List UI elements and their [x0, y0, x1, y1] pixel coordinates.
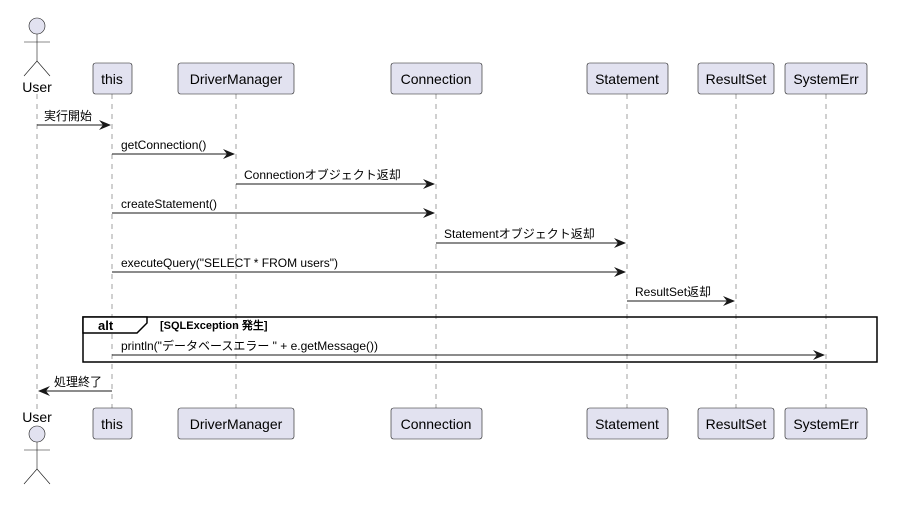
participant-system-err-bottom: SystemErr: [784, 407, 868, 440]
message-end: 処理終了: [38, 374, 112, 396]
message-label: Statementオブジェクト返却: [444, 226, 595, 241]
participant-connection-label: Connection: [401, 416, 472, 432]
participant-this-label: this: [101, 416, 123, 432]
participant-driver-manager-label: DriverManager: [190, 416, 283, 432]
actor-user-top: User: [22, 17, 52, 95]
participant-statement-label: Statement: [595, 71, 659, 87]
message-label: 処理終了: [54, 374, 102, 389]
participant-connection-bottom: Connection: [390, 407, 483, 440]
message-label: executeQuery("SELECT * FROM users"): [121, 256, 338, 270]
participant-result-set-top: ResultSet: [697, 62, 775, 95]
message-label: Connectionオブジェクト返却: [244, 167, 401, 182]
participant-result-set-label: ResultSet: [706, 416, 767, 432]
participant-this-label: this: [101, 71, 123, 87]
participant-connection-top: Connection: [390, 62, 483, 95]
message-println-error: println("データベースエラー " + e.getMessage()): [112, 338, 825, 360]
message-get-connection: getConnection(): [112, 138, 235, 159]
message-connection-return: Connectionオブジェクト返却: [236, 167, 435, 189]
message-label: println("データベースエラー " + e.getMessage()): [121, 338, 378, 353]
alt-fragment-tab: [82, 316, 148, 334]
message-result-set-return: ResultSet返却: [627, 285, 735, 306]
participant-system-err-label: SystemErr: [793, 71, 859, 87]
participant-driver-manager-bottom: DriverManager: [177, 407, 295, 440]
actor-user-label-bottom: User: [22, 409, 52, 425]
message-execute-query: executeQuery("SELECT * FROM users"): [112, 256, 626, 277]
participant-driver-manager-label: DriverManager: [190, 71, 283, 87]
alt-fragment: alt [SQLException 発生]: [82, 316, 878, 363]
message-label: 実行開始: [44, 108, 92, 123]
participant-connection-label: Connection: [401, 71, 472, 87]
participant-system-err-top: SystemErr: [784, 62, 868, 95]
participant-statement-bottom: Statement: [586, 407, 669, 440]
actor-user-label-top: User: [22, 79, 52, 95]
message-create-statement: createStatement(): [112, 197, 435, 218]
participant-statement-label: Statement: [595, 416, 659, 432]
participant-driver-manager-top: DriverManager: [177, 62, 295, 95]
participant-this-top: this: [92, 62, 133, 95]
actor-user-bottom: User: [22, 409, 52, 485]
message-label: createStatement(): [121, 197, 217, 211]
participant-this-bottom: this: [92, 407, 133, 440]
alt-fragment-guard: [SQLException 発生]: [160, 318, 268, 332]
participant-system-err-label: SystemErr: [793, 416, 859, 432]
participant-result-set-bottom: ResultSet: [697, 407, 775, 440]
participant-statement-top: Statement: [586, 62, 669, 95]
message-label: getConnection(): [121, 138, 206, 152]
message-start: 実行開始: [37, 108, 111, 130]
alt-fragment-keyword: alt: [98, 318, 114, 333]
participant-result-set-label: ResultSet: [706, 71, 767, 87]
message-statement-return: Statementオブジェクト返却: [436, 226, 626, 248]
message-label: ResultSet返却: [635, 285, 711, 299]
